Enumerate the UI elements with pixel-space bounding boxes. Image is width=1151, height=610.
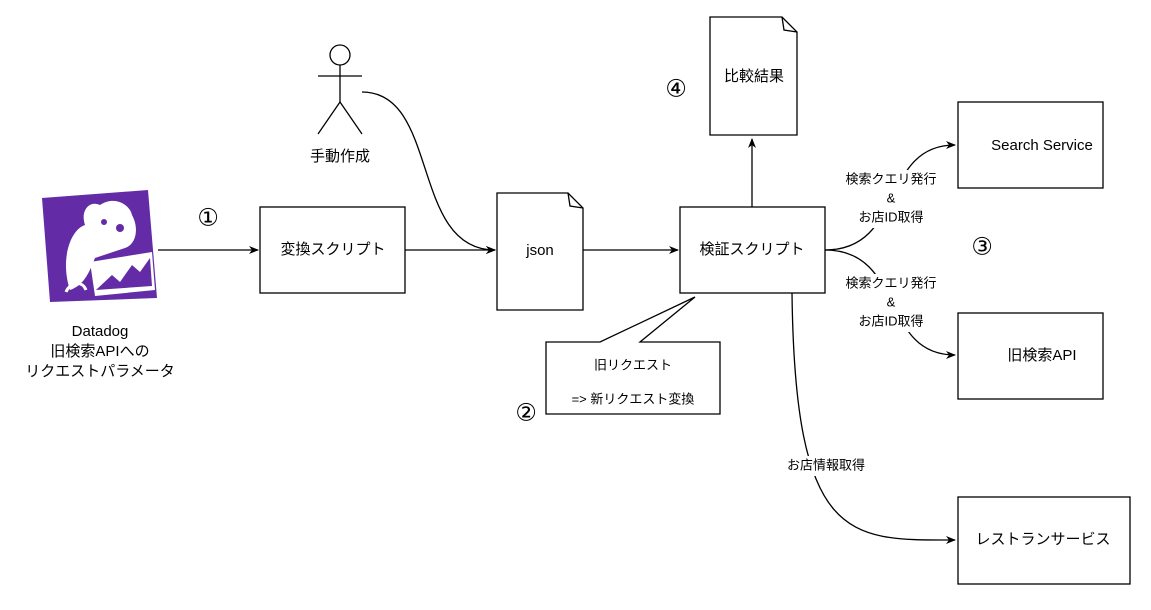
edge-search-label-2: & [887, 190, 896, 205]
callout-line2: => 新リクエスト変換 [572, 391, 695, 406]
actor-label: 手動作成 [310, 148, 370, 165]
callout-note: 旧リクエスト => 新リクエスト変換 [545, 296, 721, 415]
search-service-node[interactable]: Search Service [957, 101, 1104, 189]
step-4-marker: ④ [665, 75, 687, 102]
edge-verify-to-restaurant [791, 292, 956, 545]
step-1-marker: ① [197, 204, 219, 231]
search-service-label: Search Service [991, 137, 1093, 154]
edge-old-api-label-3: お店ID取得 [858, 313, 923, 328]
edge-search-label-3: お店ID取得 [858, 209, 923, 224]
actor-icon [317, 44, 363, 135]
convert-script-node[interactable]: 変換スクリプト [259, 206, 406, 294]
edge-actor-to-json [361, 91, 496, 254]
step-3-marker: ③ [971, 233, 993, 260]
old-search-api-label: 旧検索API [1007, 347, 1076, 364]
json-label: json [525, 242, 554, 259]
datadog-label-line3: リクエストパラメータ [25, 363, 175, 380]
verify-script-label: 検証スクリプト [699, 241, 804, 258]
old-search-api-node[interactable]: 旧検索API [957, 312, 1104, 400]
compare-result-label: 比較結果 [724, 67, 784, 85]
edge-restaurant-label: お店情報取得 [787, 457, 865, 472]
datadog-label-line1: Datadog [72, 323, 129, 340]
json-document-node[interactable]: json [496, 192, 584, 311]
edge-old-api-label-1: 検索クエリ発行 [845, 275, 936, 290]
step-2-marker: ② [515, 399, 537, 426]
callout-line1: 旧リクエスト [594, 357, 672, 372]
compare-result-node[interactable]: 比較結果 [709, 16, 798, 136]
restaurant-service-label: レストランサービス [975, 531, 1110, 548]
verify-script-node[interactable]: 検証スクリプト [679, 206, 826, 294]
datadog-logo-icon [42, 190, 157, 302]
edge-search-label-1: 検索クエリ発行 [845, 171, 936, 186]
edge-old-api-label-2: & [887, 294, 896, 309]
restaurant-service-node[interactable]: レストランサービス [957, 496, 1131, 585]
convert-script-label: 変換スクリプト [280, 241, 385, 258]
datadog-label-line2: 旧検索APIへの [50, 343, 149, 360]
